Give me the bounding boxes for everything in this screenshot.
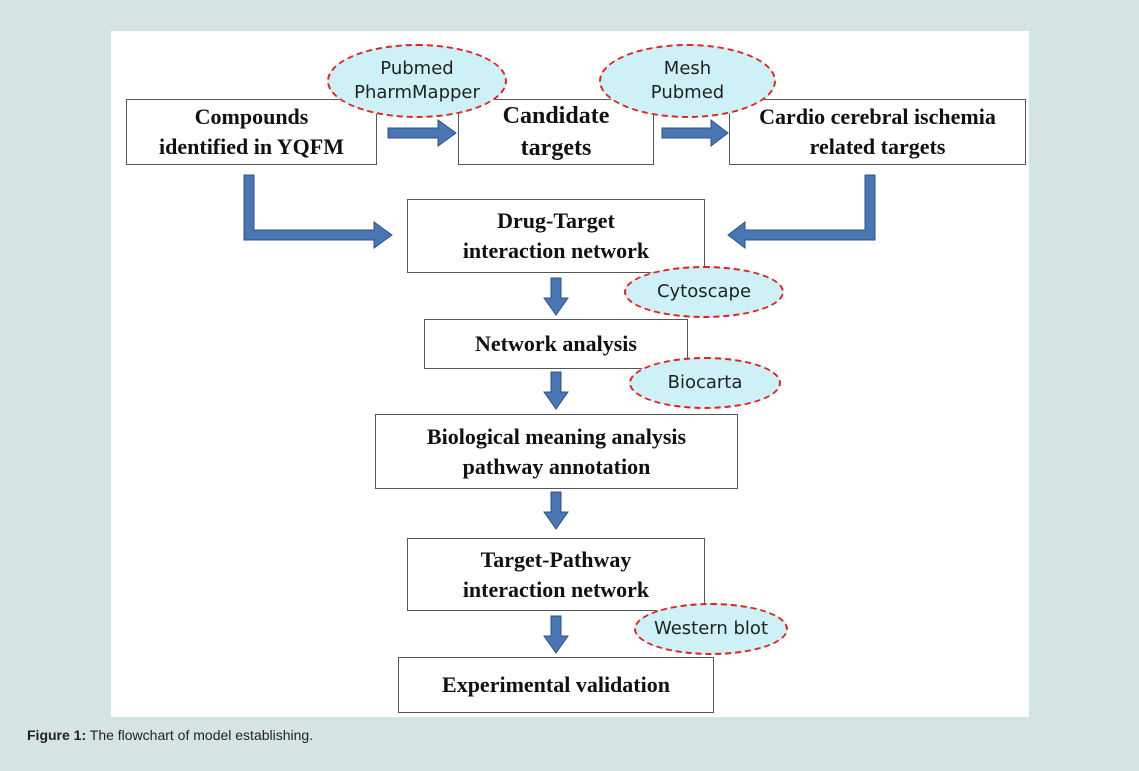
arrow-compounds-to-candidate [387,119,457,147]
node-network-analysis-line1: Network analysis [475,331,637,356]
tool-western-blot-label: Western blot [653,618,769,639]
node-cardio-line2: related targets [809,134,946,159]
tool-pharmmapper-line2: PharmMapper [354,82,480,103]
node-biological-line2: pathway annotation [462,453,651,479]
node-compounds: Compounds identified in YQFM [126,99,377,165]
tool-biocarta: Biocarta [629,357,781,409]
node-drug-target: Drug-Target interaction network [407,199,705,273]
node-candidate-line2: targets [520,135,592,161]
arrow-compounds-to-drug-target [243,174,393,249]
node-drug-target-line2: interaction network [462,238,650,263]
node-compounds-line2: identified in YQFM [159,134,344,159]
node-target-pathway: Target-Pathway interaction network [407,538,705,611]
arrow-drug-target-to-network-analysis [543,277,569,316]
tool-mesh-line1: Mesh [663,58,712,79]
arrow-target-pathway-to-experimental [543,615,569,654]
node-target-pathway-line1: Target-Pathway [480,546,632,572]
caption-text: The flowchart of model establishing. [86,727,314,743]
arrow-network-analysis-to-biological [543,371,569,410]
tool-mesh-pubmed: Mesh Pubmed [599,44,776,118]
tool-pubmed-line1: Pubmed [380,58,454,79]
node-candidate-line1: Candidate [502,103,610,129]
node-network-analysis: Network analysis [424,319,688,369]
caption-label: Figure 1: [27,727,87,743]
tool-cytoscape: Cytoscape [624,266,784,318]
tool-biocarta-label: Biocarta [667,372,743,393]
node-experimental-line1: Experimental validation [442,672,670,697]
arrow-candidate-to-cardio [661,118,729,148]
node-compounds-line1: Compounds [194,104,309,129]
node-cardio-targets: Cardio cerebral ischemia related targets [729,99,1026,165]
tool-cytoscape-label: Cytoscape [656,281,752,302]
node-candidate-targets: Candidate targets [458,99,654,165]
node-biological-line1: Biological meaning analysis [426,423,687,449]
node-cardio-line1: Cardio cerebral ischemia [759,104,996,129]
arrow-cardio-to-drug-target [727,174,876,250]
node-drug-target-line1: Drug-Target [497,208,615,233]
tool-pubmed-pharmmapper: Pubmed PharmMapper [327,44,507,118]
node-biological: Biological meaning analysis pathway anno… [375,414,738,489]
node-experimental: Experimental validation [398,657,714,713]
tool-pubmed2-line2: Pubmed [650,82,725,103]
figure-caption: Figure 1: The flowchart of model establi… [27,727,313,743]
node-target-pathway-line2: interaction network [462,576,650,602]
arrow-biological-to-target-pathway [543,491,569,530]
tool-western-blot: Western blot [634,603,788,655]
